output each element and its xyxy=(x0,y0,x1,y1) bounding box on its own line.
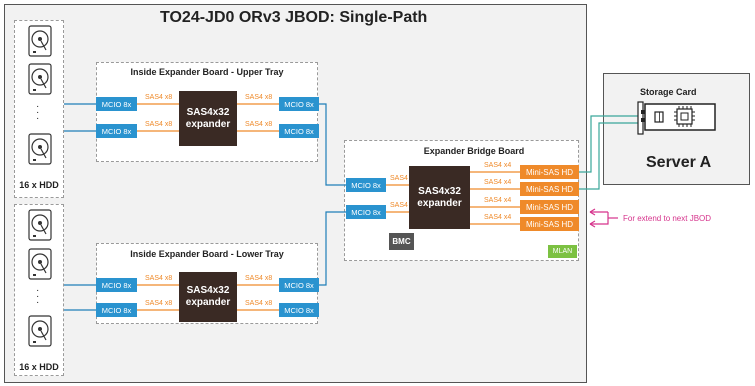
chip-line-1: SAS4x32 xyxy=(186,106,230,118)
chip-line-2: expander xyxy=(185,118,231,130)
upper-link-label: SAS4 x8 xyxy=(245,94,273,101)
mini-sas-hd-port: Mini-SAS HD xyxy=(520,200,579,214)
diagram-title: TO24-JD0 ORv3 JBOD: Single-Path xyxy=(160,9,428,26)
ellipsis-icon: ··· xyxy=(36,101,40,124)
lower-mcio-port: MCIO 8x xyxy=(96,278,137,292)
lower-mcio-port: MCIO 8x xyxy=(96,303,137,317)
extend-label: For extend to next JBOD xyxy=(623,214,712,223)
bridge-board-title: Expander Bridge Board xyxy=(423,146,525,156)
hdd-icon xyxy=(28,63,52,95)
bridge-out-sas-links xyxy=(470,171,520,225)
bridge-out-link-label: SAS4 x4 xyxy=(484,179,512,186)
storage-card-label: Storage Card xyxy=(640,87,697,97)
lower-mcio-port: MCIO 8x xyxy=(279,278,319,292)
upper-mcio-port: MCIO 8x xyxy=(96,124,137,138)
ellipsis-icon: ··· xyxy=(36,285,40,308)
bridge-out-link-label: SAS4 x4 xyxy=(484,162,512,169)
server-name: Server A xyxy=(646,154,712,171)
mini-sas-hd-port: Mini-SAS HD xyxy=(520,165,579,179)
upper-to-bridge-link xyxy=(318,103,346,186)
upper-link-label: SAS4 x8 xyxy=(145,121,173,128)
upper-link-label: SAS4 x8 xyxy=(245,121,273,128)
upper-tray-title: Inside Expander Board - Upper Tray xyxy=(130,67,284,77)
chip-line-1: SAS4x32 xyxy=(186,285,230,296)
storage-card-icon xyxy=(637,101,716,135)
mini-sas-hd-port: Mini-SAS HD xyxy=(520,182,579,196)
hdd-group-upper-label: 16 x HDD xyxy=(19,180,59,190)
extend-arrowheads xyxy=(589,208,596,228)
chip-line-1: SAS4x32 xyxy=(418,185,461,197)
upper-link-label: SAS4 x8 xyxy=(145,94,173,101)
bridge-in-link-label: SAS4 x8 xyxy=(390,202,418,209)
chip-icon xyxy=(674,106,695,127)
bridge-mcio-port: MCIO 8x xyxy=(346,178,386,192)
chip-line-2: expander xyxy=(417,197,462,209)
mlan-port: MLAN xyxy=(548,245,577,258)
hdd-group-lower-label: 16 x HDD xyxy=(19,362,59,372)
bridge-in-sas-links xyxy=(386,184,409,213)
upper-mcio-port: MCIO 8x xyxy=(279,124,319,138)
hdd-icon xyxy=(28,248,52,280)
bridge-out-link-label: SAS4 x4 xyxy=(484,197,512,204)
bridge-mcio-port: MCIO 8x xyxy=(346,205,386,219)
upper-expander-chip: SAS4x32 expander xyxy=(179,91,237,146)
bridge-expander-chip: SAS4x32 expander xyxy=(409,166,470,229)
lower-link-label: SAS4 x8 xyxy=(145,300,173,307)
upper-mcio-port: MCIO 8x xyxy=(279,97,319,111)
hdd-icon xyxy=(28,209,52,241)
lower-tray-title: Inside Expander Board - Lower Tray xyxy=(130,249,284,259)
bridge-in-link-label: SAS4 x8 xyxy=(390,175,418,182)
server-link-2 xyxy=(579,122,641,190)
hdd-icon xyxy=(28,133,52,165)
lower-mcio-port: MCIO 8x xyxy=(279,303,319,317)
upper-mcio-port: MCIO 8x xyxy=(96,97,137,111)
lower-to-bridge-link xyxy=(318,211,346,286)
lower-expander-chip: SAS4x32 expander xyxy=(179,272,237,322)
bmc-chip: BMC xyxy=(389,233,414,250)
lower-link-label: SAS4 x8 xyxy=(145,275,173,282)
lower-tray-sas-links xyxy=(137,284,279,311)
hdd-icon xyxy=(28,315,52,347)
lower-link-label: SAS4 x8 xyxy=(245,275,273,282)
bridge-out-link-label: SAS4 x4 xyxy=(484,214,512,221)
mini-sas-hd-port: Mini-SAS HD xyxy=(520,217,579,231)
lower-link-label: SAS4 x8 xyxy=(245,300,273,307)
chip-line-2: expander xyxy=(185,297,231,308)
server-link-1 xyxy=(579,115,641,173)
hdd-icon xyxy=(28,25,52,57)
upper-tray-sas-links xyxy=(137,103,279,132)
extend-bracket xyxy=(590,211,609,225)
